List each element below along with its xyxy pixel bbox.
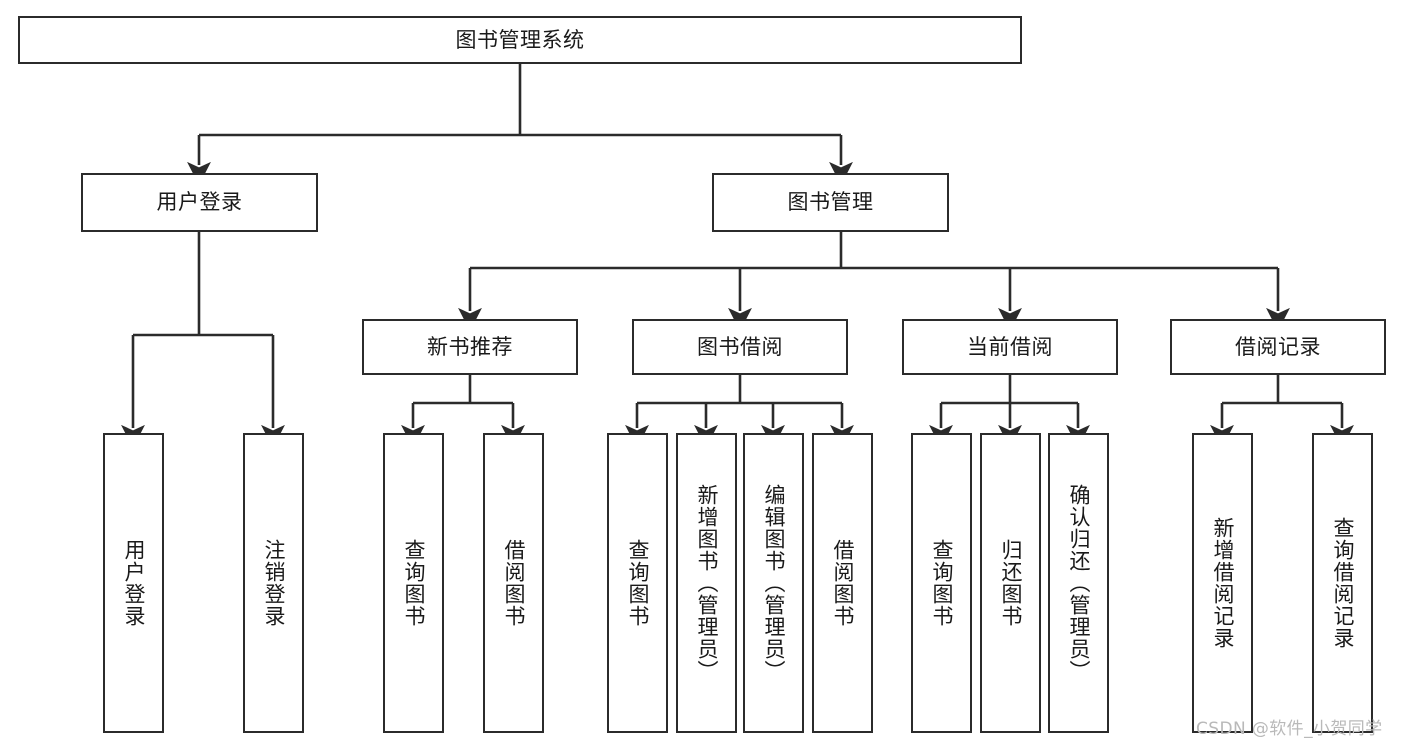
node-book-management[interactable]: 图书管理 (712, 173, 949, 232)
csdn-watermark: CSDN @软件_小贺同学 (1196, 719, 1383, 739)
leaf-query-book-borrow[interactable]: 查询图书 (607, 433, 668, 733)
node-user-login[interactable]: 用户登录 (81, 173, 318, 232)
node-root-book-management-system[interactable]: 图书管理系统 (18, 16, 1022, 64)
node-new-book-recommend[interactable]: 新书推荐 (362, 319, 578, 375)
node-book-borrow[interactable]: 图书借阅 (632, 319, 848, 375)
leaf-borrow-book-new-recommend[interactable]: 借阅图书 (483, 433, 544, 733)
leaf-user-login[interactable]: 用户登录 (103, 433, 164, 733)
node-current-borrow[interactable]: 当前借阅 (902, 319, 1118, 375)
leaf-borrow-book-borrow[interactable]: 借阅图书 (812, 433, 873, 733)
leaf-query-borrow-record[interactable]: 查询借阅记录 (1312, 433, 1373, 733)
leaf-query-book-current[interactable]: 查询图书 (911, 433, 972, 733)
node-borrow-record[interactable]: 借阅记录 (1170, 319, 1386, 375)
leaf-add-borrow-record[interactable]: 新增借阅记录 (1192, 433, 1253, 733)
leaf-return-book[interactable]: 归还图书 (980, 433, 1041, 733)
leaf-edit-book-admin[interactable]: 编辑图书（管理员） (743, 433, 804, 733)
leaf-confirm-return-admin[interactable]: 确认归还（管理员） (1048, 433, 1109, 733)
leaf-add-book-admin[interactable]: 新增图书（管理员） (676, 433, 737, 733)
leaf-logout-login[interactable]: 注销登录 (243, 433, 304, 733)
leaf-query-book-new-recommend[interactable]: 查询图书 (383, 433, 444, 733)
